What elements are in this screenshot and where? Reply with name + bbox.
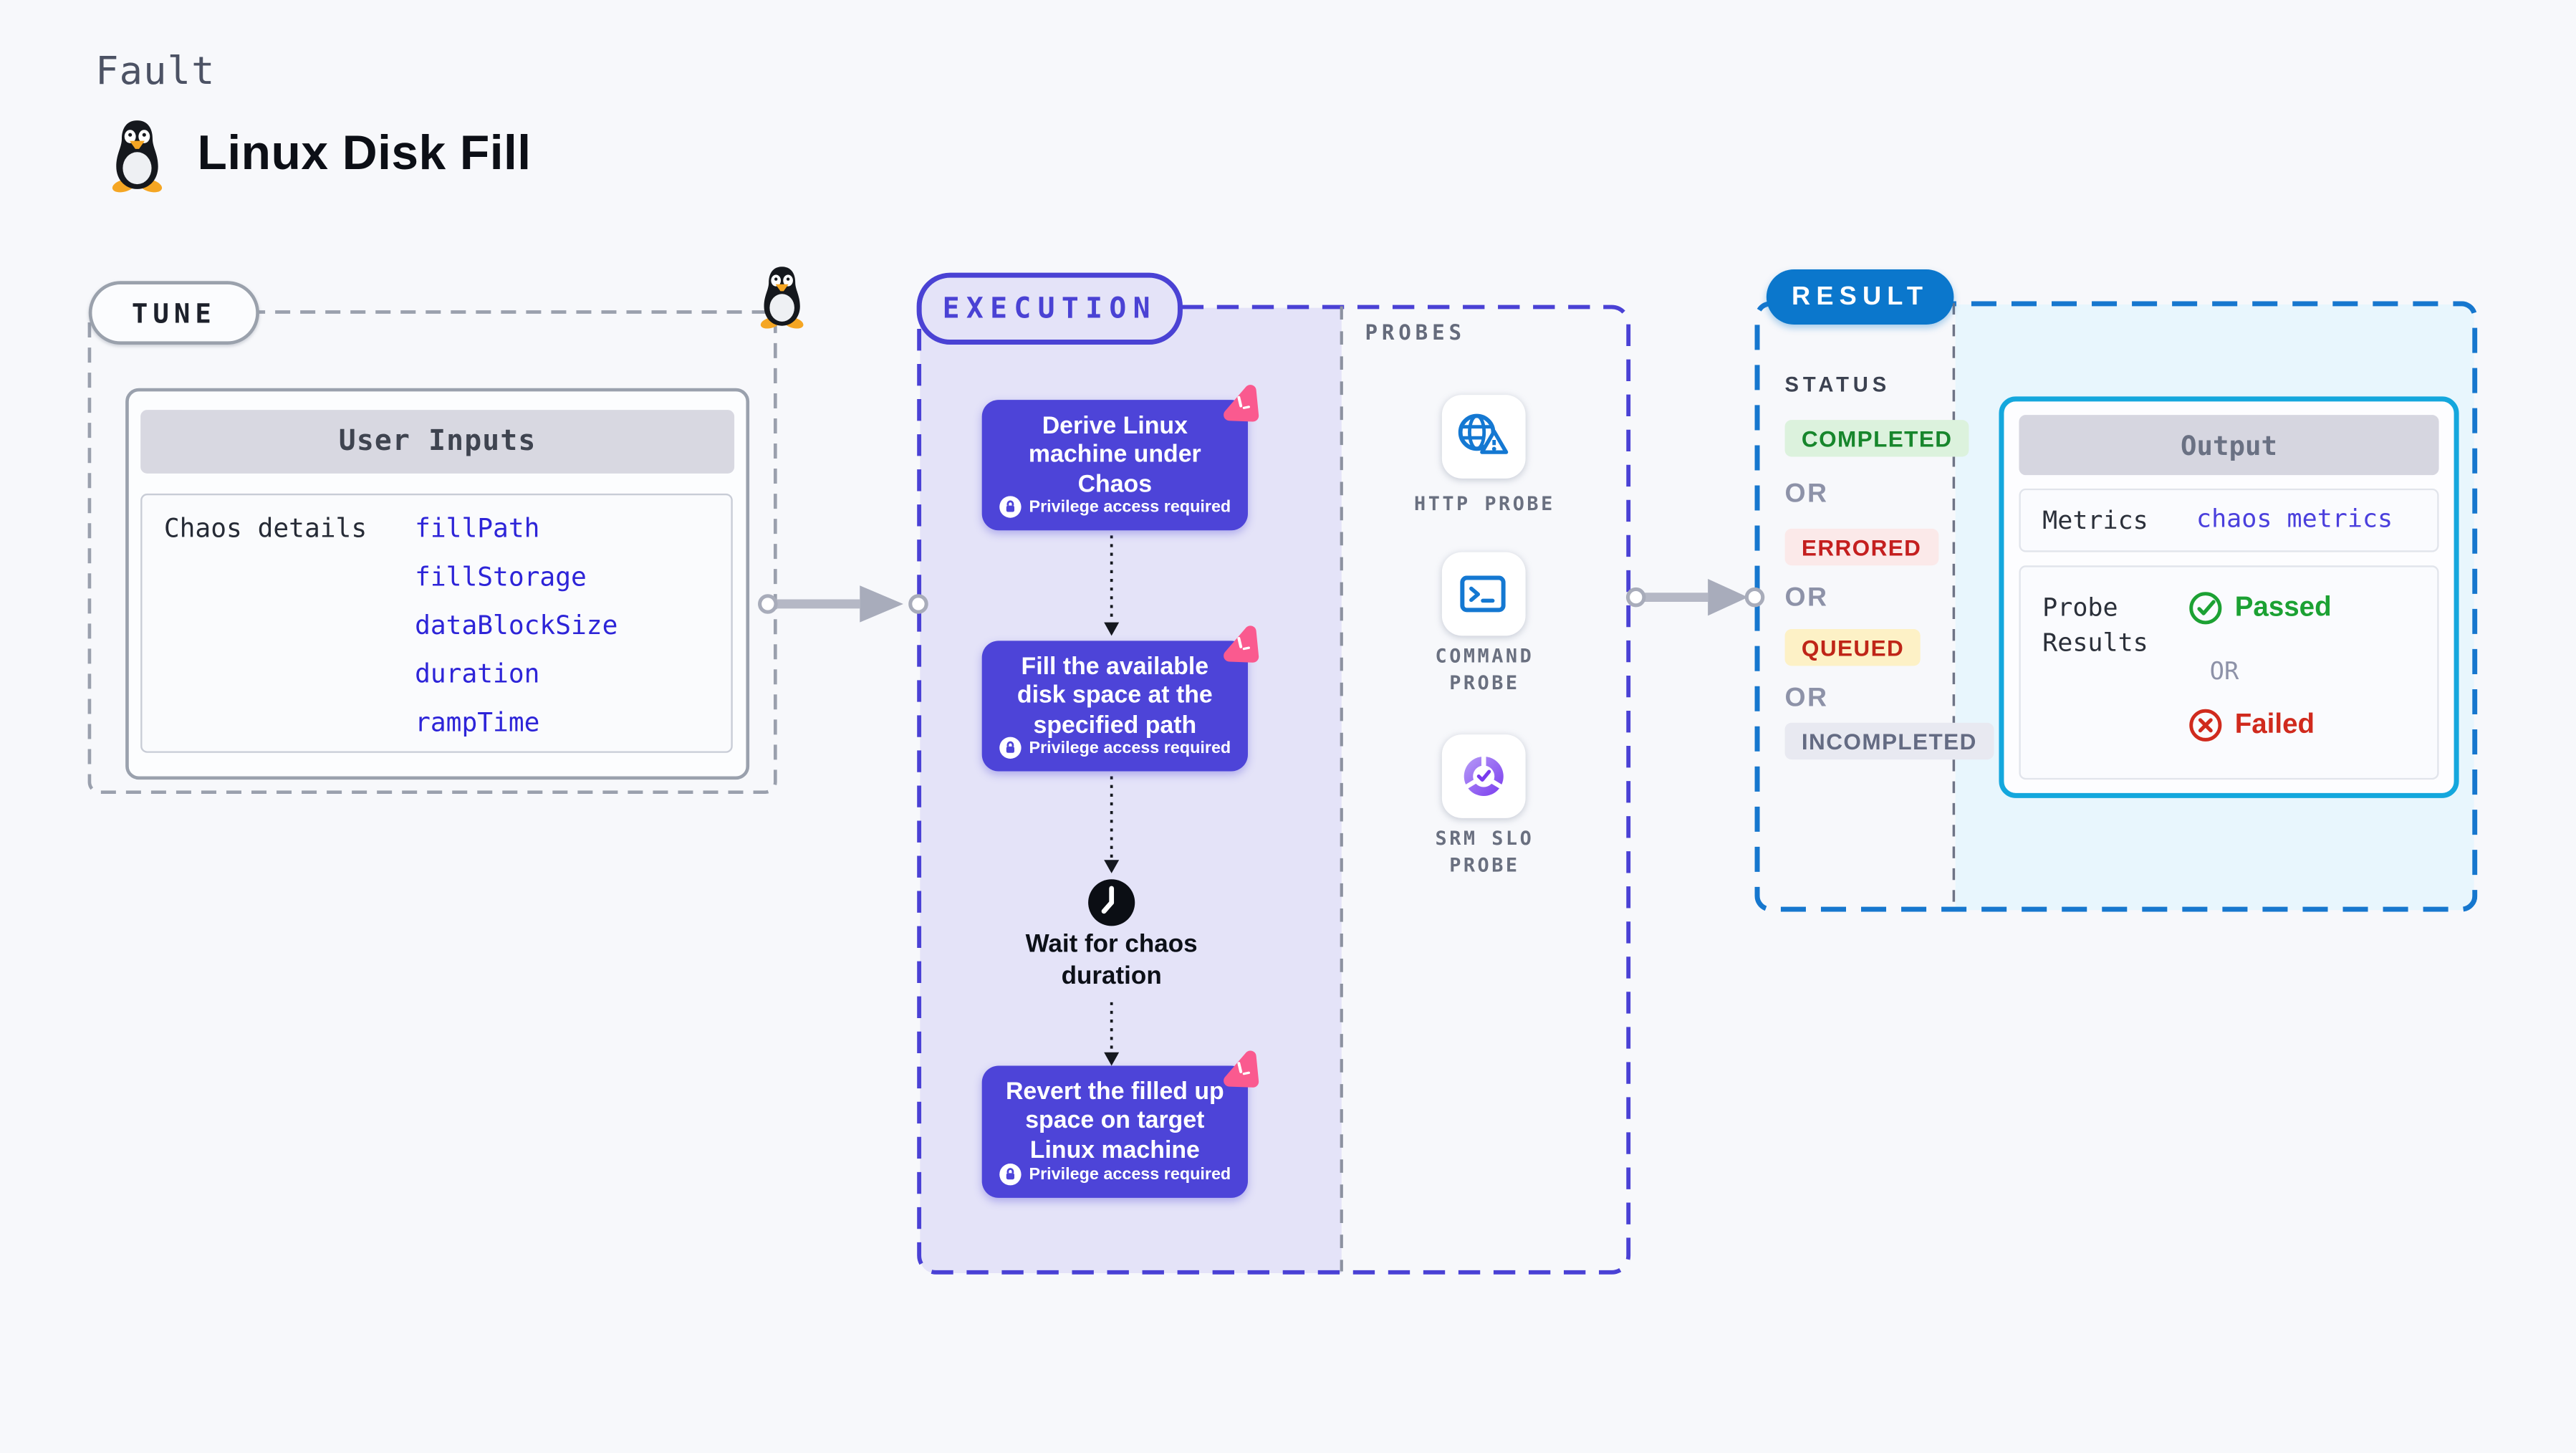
globe-alert-icon (1458, 413, 1509, 454)
step-title: Revert the filled up space on target Lin… (1005, 1079, 1224, 1164)
metrics-row: Metrics chaos metrics (2019, 488, 2439, 552)
step-connector (1104, 776, 1120, 873)
tux-penguin-small-icon (760, 267, 804, 329)
tux-penguin-icon (112, 120, 163, 193)
status-badge-completed: COMPLETED (1784, 420, 1969, 457)
privilege-badge: Privilege access required (1029, 738, 1231, 757)
input-link-ramptime[interactable]: rampTime (415, 707, 540, 738)
srm-slo-probe-card[interactable] (1441, 734, 1526, 818)
chaos-litmus-icon (1224, 385, 1259, 422)
step-connector (1104, 535, 1120, 636)
status-badge-queued: QUEUED (1784, 628, 1921, 666)
privilege-badge: Privilege access required (1029, 1165, 1231, 1184)
lock-icon (999, 496, 1022, 518)
input-link-fillstorage[interactable]: fillStorage (415, 562, 587, 593)
probe-results-row: Probe Results Passed OR Failed (2019, 565, 2439, 780)
output-card: Output Metrics chaos metrics Probe Resul… (1999, 396, 2459, 798)
wait-duration-label: Wait for chaos duration (1025, 930, 1198, 990)
probes-section-label: PROBES (1365, 320, 1466, 345)
user-inputs-header: User Inputs (140, 410, 735, 474)
terminal-icon (1460, 575, 1506, 613)
step-card-fill: Fill the available disk space at the spe… (981, 625, 1259, 772)
chaos-metrics-link[interactable]: chaos metrics (2196, 503, 2393, 534)
slo-donut-icon (1464, 754, 1504, 797)
input-link-fillpath[interactable]: fillPath (415, 513, 540, 544)
execution-section-pill: EXECUTION (916, 272, 1183, 345)
tune-to-execution-arrow (758, 585, 928, 623)
step-card-revert: Revert the filled up space on target Lin… (981, 1050, 1259, 1198)
wait-clock-icon (1088, 879, 1135, 926)
http-probe-card[interactable] (1441, 395, 1526, 479)
check-circle-icon (2189, 592, 2222, 625)
output-header: Output (2019, 415, 2439, 476)
input-link-duration[interactable]: duration (415, 659, 540, 690)
metrics-label: Metrics (2042, 505, 2148, 536)
lock-icon (999, 737, 1022, 759)
page-title: Linux Disk Fill (197, 127, 532, 181)
status-column-label: STATUS (1784, 373, 1891, 397)
lock-icon (999, 1164, 1022, 1186)
http-probe-label: HTTP PROBE (1414, 491, 1555, 516)
user-inputs-card: User Inputs Chaos details fillPath fillS… (125, 388, 750, 780)
chaos-litmus-icon (1224, 1050, 1259, 1088)
srm-slo-probe-label: SRM SLO PROBE (1435, 826, 1534, 877)
command-probe-label: COMMAND PROBE (1435, 644, 1534, 695)
tune-section-pill: TUNE (88, 281, 259, 345)
chaos-details-label: Chaos details (163, 513, 367, 544)
step-title: Fill the available disk space at the spe… (1017, 654, 1213, 739)
probe-results-label: Probe Results (2042, 592, 2148, 658)
passed-result: Passed (2188, 590, 2332, 625)
or-label: OR (1784, 684, 1829, 713)
step-card-derive: Derive Linux machine under Chaos Privile… (981, 385, 1259, 531)
failed-label: Failed (2234, 709, 2315, 740)
step-connector (1104, 1002, 1120, 1066)
or-label: OR (1784, 480, 1829, 509)
failed-result: Failed (2188, 708, 2315, 743)
x-circle-icon (2189, 709, 2222, 742)
status-badge-incompleted: INCOMPLETED (1784, 722, 1994, 760)
status-badge-errored: ERRORED (1784, 528, 1938, 566)
step-title: Derive Linux machine under Chaos (1028, 413, 1201, 499)
or-label: OR (1784, 583, 1829, 613)
or-label: OR (2209, 659, 2239, 686)
fault-category-label: Fault (95, 50, 216, 94)
input-link-datablocksize[interactable]: dataBlockSize (415, 610, 618, 641)
command-probe-card[interactable] (1441, 552, 1526, 636)
privilege-badge: Privilege access required (1029, 497, 1231, 517)
user-inputs-body: Chaos details fillPath fillStorage dataB… (140, 493, 733, 753)
execution-to-result-arrow (1625, 578, 1765, 616)
chaos-litmus-icon (1224, 625, 1259, 663)
result-section-pill: RESULT (1766, 269, 1954, 325)
passed-label: Passed (2234, 592, 2332, 623)
